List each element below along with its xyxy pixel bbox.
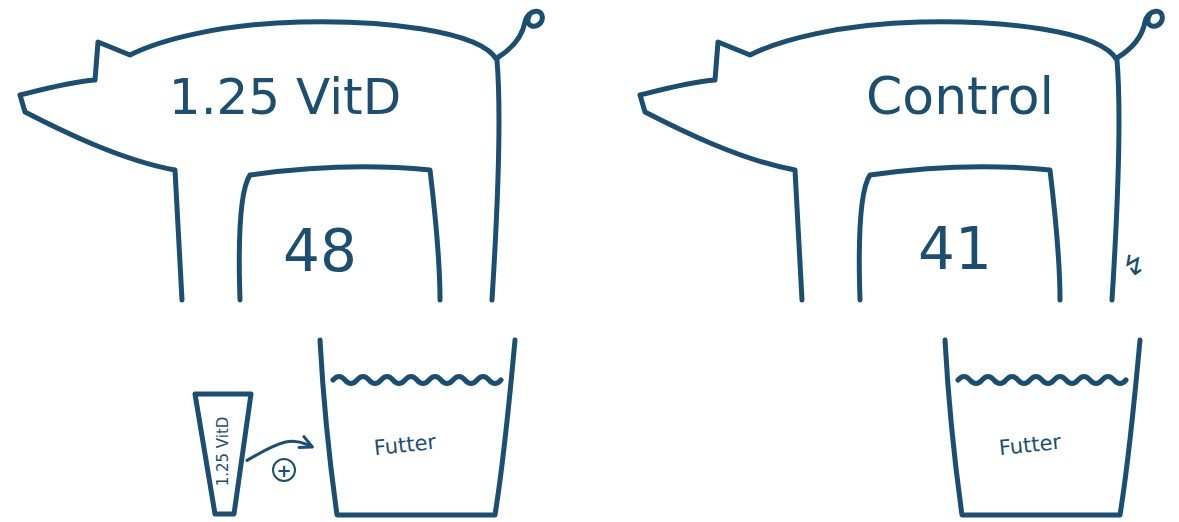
feed-name: Futter bbox=[344, 429, 466, 462]
feed-bucket-line bbox=[320, 340, 515, 515]
pig-outline-shape bbox=[630, 0, 1170, 305]
feed-arrow bbox=[247, 441, 311, 460]
pig-outline-line bbox=[640, 11, 1162, 300]
feed-bucket: Futter bbox=[315, 335, 520, 520]
group-name: 1.25 VitD bbox=[85, 72, 485, 122]
pig-outline: 1.25 VitD 48 bbox=[10, 0, 550, 305]
supplement-name: 1.25 VitD bbox=[216, 392, 231, 512]
contradiction-symbol: ↯ bbox=[1122, 252, 1145, 280]
feed-bucket: Futter bbox=[940, 335, 1145, 520]
plus-sign: + bbox=[272, 458, 296, 482]
pig-outline-shape bbox=[10, 0, 550, 305]
feed-bucket-shape bbox=[940, 335, 1145, 520]
animal-count: 48 bbox=[220, 222, 420, 280]
feed-bucket-shape bbox=[315, 335, 520, 520]
pig-outline: Control 41 bbox=[630, 0, 1170, 305]
supplement-cup: 1.25 VitD bbox=[193, 390, 253, 518]
feed-bucket-line bbox=[945, 340, 1140, 515]
pig-outline-line bbox=[20, 11, 542, 300]
group-name: Control bbox=[760, 70, 1160, 122]
feed-name: Futter bbox=[969, 429, 1091, 462]
animal-count: 41 bbox=[855, 220, 1055, 278]
